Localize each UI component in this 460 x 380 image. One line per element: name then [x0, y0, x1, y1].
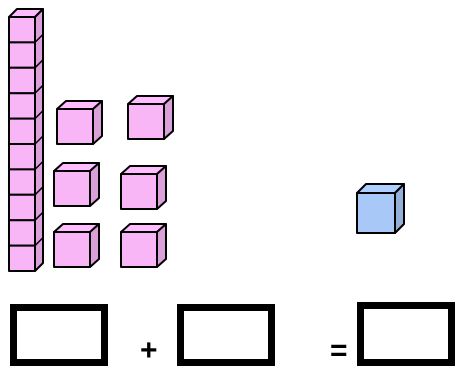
answer-box-sum[interactable] [357, 302, 455, 366]
rod-unit [8, 117, 36, 145]
rod-side-line [34, 237, 44, 247]
rod-unit [8, 16, 36, 44]
pink-ones-group [53, 95, 174, 268]
rod-side-line [34, 110, 44, 120]
rod-side-line [34, 59, 44, 69]
rod-unit [8, 143, 36, 171]
rod-side-line [34, 84, 44, 94]
rod-unit [8, 41, 36, 69]
rod-unit [8, 219, 36, 247]
rod-unit [8, 92, 36, 120]
blue-unit-cube [356, 183, 405, 234]
rod-side-line [34, 186, 44, 196]
rod-side-line [34, 33, 44, 43]
rod-unit [8, 193, 36, 222]
tens-rod [8, 8, 44, 272]
blue-ones-group [356, 183, 405, 234]
answer-box-first-addend[interactable] [10, 304, 108, 366]
rod-side-line [34, 135, 44, 145]
pink-unit-cube [120, 165, 167, 210]
equals-sign: = [330, 334, 348, 367]
pink-unit-cube [127, 95, 174, 140]
pink-unit-cube [53, 162, 100, 207]
pink-unit-cube [120, 223, 167, 268]
pink-unit-cube [56, 100, 103, 145]
rod-side-line [34, 211, 44, 221]
rod-unit [8, 66, 36, 95]
plus-sign: + [140, 334, 158, 367]
answer-box-second-addend[interactable] [177, 304, 275, 366]
rod-unit [8, 168, 36, 196]
rod-side-line [34, 160, 44, 170]
rod-side-line [34, 8, 44, 18]
rod-unit [8, 244, 36, 272]
pink-unit-cube [53, 223, 100, 268]
